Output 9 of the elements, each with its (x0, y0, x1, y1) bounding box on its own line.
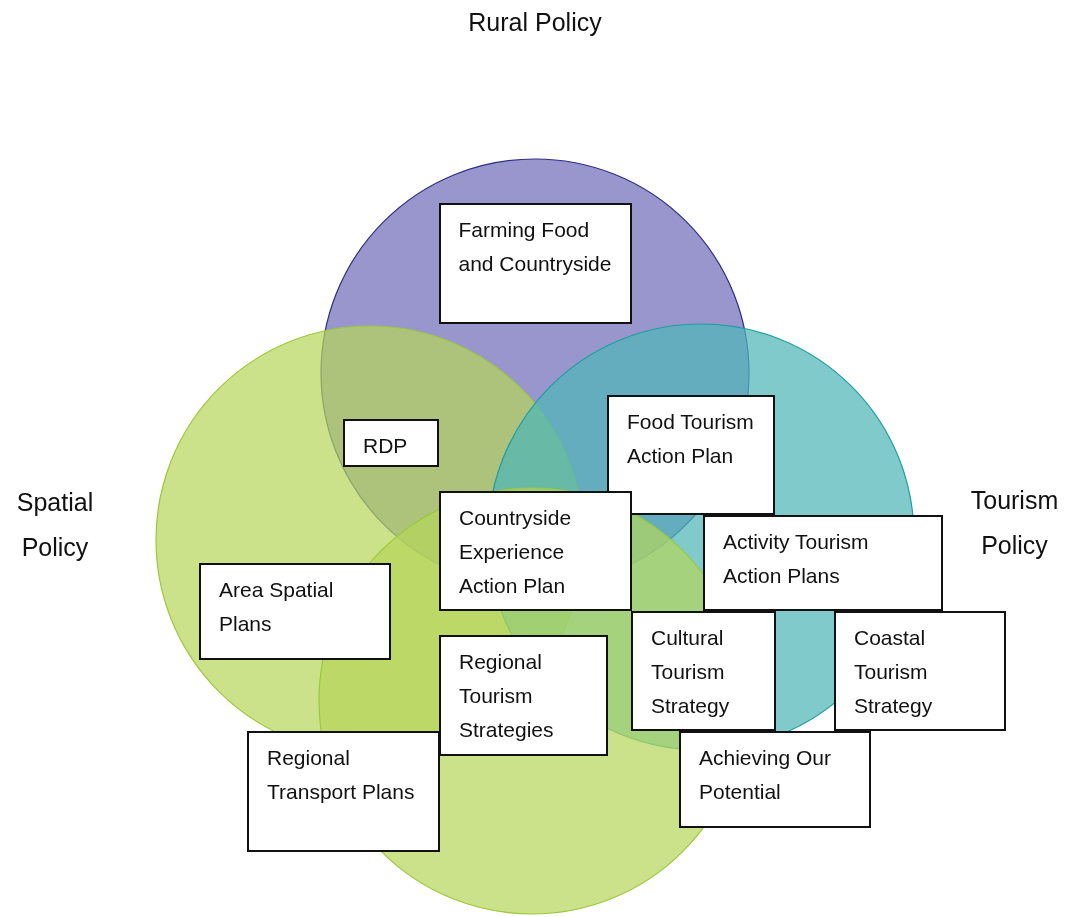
circle-label: Tourism Policy (969, 485, 1060, 561)
text-box: RDP (343, 419, 439, 467)
text-box: Activity Tourism Action Plans (703, 515, 943, 611)
text-box: Achieving Our Potential (679, 731, 871, 828)
text-box: Regional Transport Plans (247, 731, 440, 852)
circle-label: Rural Policy (467, 7, 603, 38)
text-box: Coastal Tourism Strategy (834, 611, 1006, 731)
circle-label: Spatial Policy (15, 487, 95, 563)
text-box: Farming Food and Countryside (438, 203, 632, 324)
